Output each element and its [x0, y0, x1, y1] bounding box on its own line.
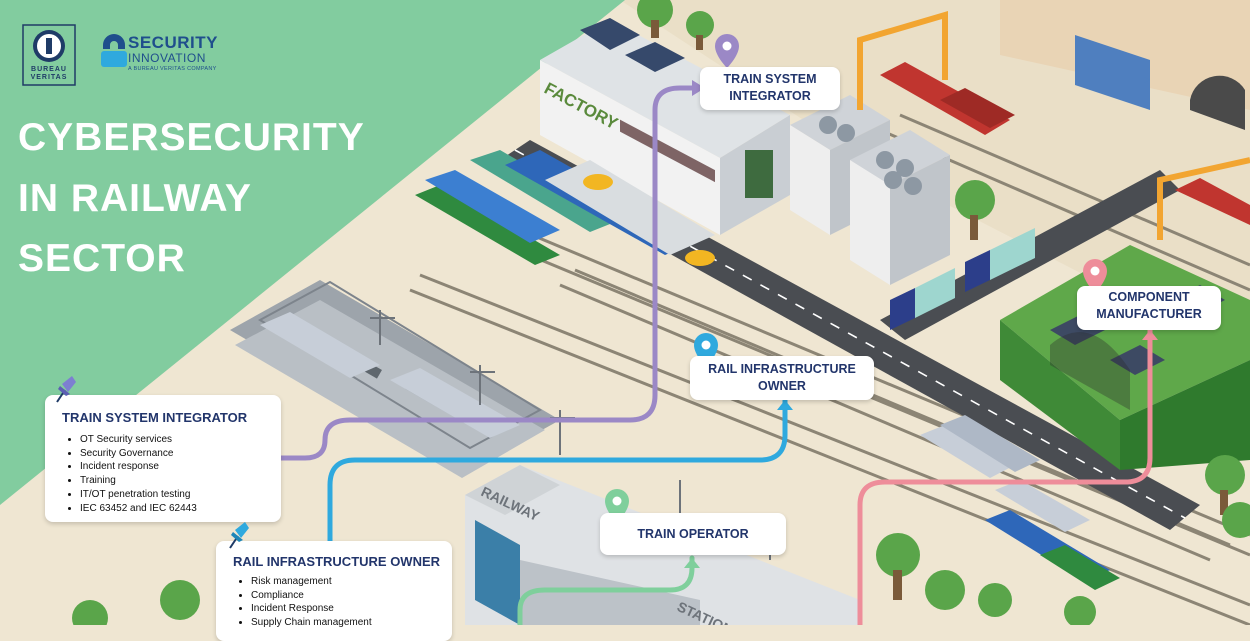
- card-title: RAIL INFRASTRUCTURE OWNER: [233, 554, 441, 569]
- list-item: Training: [80, 474, 281, 488]
- page-title-line-3: SECTOR: [18, 237, 186, 280]
- route-train-system-integrator: [277, 85, 705, 461]
- card-title: TRAIN SYSTEM INTEGRATOR: [62, 410, 248, 425]
- arrow-component: [1142, 330, 1158, 340]
- list-item: Incident Response: [251, 602, 452, 616]
- tag-label: RAIL INFRASTRUCTURE: [708, 362, 856, 376]
- pushpin-icon: [229, 522, 249, 549]
- arrow-operator: [684, 558, 700, 568]
- security-innovation-tagline: A BUREAU VERITAS COMPANY: [128, 66, 217, 72]
- gantry-cranes: [857, 10, 1250, 240]
- route-paths: [277, 85, 1153, 625]
- page-title-line-1: CYBERSECURITY: [18, 116, 365, 159]
- red-locomotive: [880, 62, 1250, 225]
- list-item: Risk management: [251, 575, 452, 589]
- bureau-veritas-logo-text: BUREAU VERITAS: [30, 66, 68, 81]
- vehicles: [583, 174, 1035, 330]
- tag-label: OWNER: [758, 379, 806, 393]
- service-list: OT Security services Security Governance…: [62, 433, 281, 515]
- cooling-units: [790, 95, 950, 285]
- security-innovation-logo: [101, 34, 127, 67]
- card-train-system-integrator: TRAIN SYSTEM INTEGRATOR OT Security serv…: [45, 395, 281, 522]
- card-rail-infrastructure-owner: RAIL INFRASTRUCTURE OWNER Risk managemen…: [216, 541, 452, 641]
- service-list: Risk management Compliance Incident Resp…: [233, 575, 452, 630]
- tag-label: MANUFACTURER: [1096, 307, 1202, 321]
- location-pin-icon: [1083, 259, 1107, 293]
- list-item: Compliance: [251, 589, 452, 603]
- trees: [72, 0, 1250, 625]
- security-innovation-name-2: INNOVATION: [128, 51, 206, 65]
- list-item: Incident response: [80, 460, 281, 474]
- list-item: IT/OT penetration testing: [80, 488, 281, 502]
- tag-label: COMPONENT: [1108, 290, 1190, 304]
- list-item: Supply Chain management: [251, 616, 452, 630]
- railway-map-illustration: FACTORY: [0, 0, 1250, 625]
- pushpin-icon: [56, 376, 76, 403]
- tag-train-system-integrator[interactable]: TRAIN SYSTEM INTEGRATOR: [700, 67, 840, 110]
- security-innovation-name: SECURITY: [128, 33, 218, 52]
- list-item: IEC 63452 and IEC 62443: [80, 502, 281, 516]
- list-item: OT Security services: [80, 433, 281, 447]
- tag-train-operator[interactable]: TRAIN OPERATOR: [600, 513, 786, 555]
- page-title-line-2: IN RAILWAY: [18, 177, 252, 220]
- location-pin-icon: [715, 34, 739, 68]
- tag-rail-infrastructure-owner[interactable]: RAIL INFRASTRUCTURE OWNER: [690, 356, 874, 400]
- tag-label: INTEGRATOR: [729, 89, 811, 103]
- arrow-integrator: [692, 80, 705, 96]
- route-component-manufacturer: [857, 327, 1153, 625]
- route-train-operator: [517, 555, 695, 625]
- tag-component-manufacturer[interactable]: COMPONENT MANUFACTURER: [1077, 286, 1221, 330]
- list-item: Security Governance: [80, 447, 281, 461]
- arrow-rail-owner: [777, 400, 793, 410]
- warehouse-top: [1000, 0, 1250, 130]
- tag-label: TRAIN SYSTEM: [723, 72, 817, 86]
- route-rail-infrastructure-owner: [327, 397, 788, 578]
- title-panel: [0, 0, 625, 505]
- bureau-veritas-logo: [22, 24, 76, 86]
